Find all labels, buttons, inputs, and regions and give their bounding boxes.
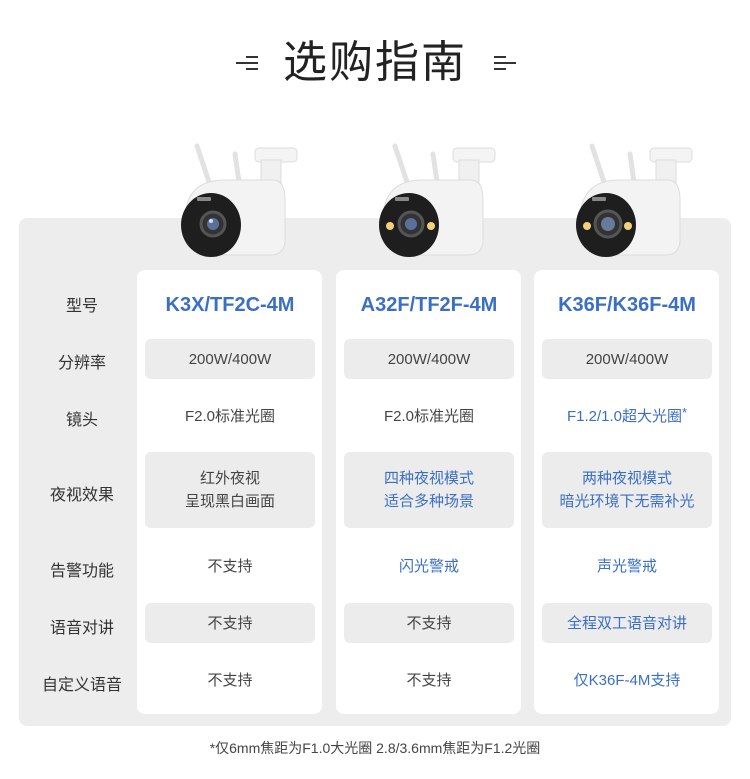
voice-intercom-value: 全程双工语音对讲	[542, 603, 712, 643]
row-label-model: 型号	[65, 298, 98, 315]
resolution-value: 200W/400W	[542, 339, 712, 379]
camera-icon	[379, 143, 496, 257]
row-label-custom-voice: 自定义语音	[41, 677, 122, 694]
resolution-value: 200W/400W	[344, 339, 514, 379]
lens-footnote-mark: *	[681, 404, 688, 420]
custom-voice-value: 仅K36F-4M支持	[573, 671, 681, 689]
voice-intercom-value: 不支持	[344, 603, 514, 643]
row-label-resolution: 分辨率	[57, 355, 106, 372]
model-name: K36F/K36F-4M	[558, 293, 696, 316]
lens-value: F2.0标准光圈	[184, 407, 275, 425]
lens-value: F1.2/1.0超大光圈*	[566, 404, 688, 425]
row-label-voice-intercom: 语音对讲	[49, 620, 114, 637]
camera-icon	[181, 143, 298, 257]
alarm-value: 闪光警戒	[398, 557, 459, 575]
page-title: 选购指南	[283, 37, 467, 88]
custom-voice-value: 不支持	[406, 671, 452, 689]
row-label-night-vision: 夜视效果	[49, 487, 114, 504]
alarm-value: 不支持	[207, 557, 253, 575]
alarm-value: 声光警戒	[596, 557, 657, 575]
custom-voice-value: 不支持	[207, 671, 253, 689]
three-lines-right-icon	[494, 56, 516, 70]
row-label-lens: 镜头	[65, 412, 98, 429]
night-vision-value: 红外夜视呈现黑白画面	[145, 452, 315, 528]
footnote: *仅6mm焦距为F1.0大光圈 2.8/3.6mm焦距为F1.2光圈	[209, 740, 541, 756]
night-vision-value: 两种夜视模式暗光环境下无需补光	[542, 452, 712, 528]
camera-icon	[576, 143, 693, 257]
title-area: 选购指南	[0, 34, 750, 94]
night-vision-value: 四种夜视模式适合多种场景	[344, 452, 514, 528]
resolution-value: 200W/400W	[145, 339, 315, 379]
row-label-alarm: 告警功能	[49, 563, 114, 580]
three-lines-left-icon	[236, 56, 258, 70]
model-name: A32F/TF2F-4M	[360, 293, 498, 316]
lens-value: F2.0标准光圈	[383, 407, 474, 425]
voice-intercom-value: 不支持	[145, 603, 315, 643]
model-name: K3X/TF2C-4M	[165, 293, 295, 316]
